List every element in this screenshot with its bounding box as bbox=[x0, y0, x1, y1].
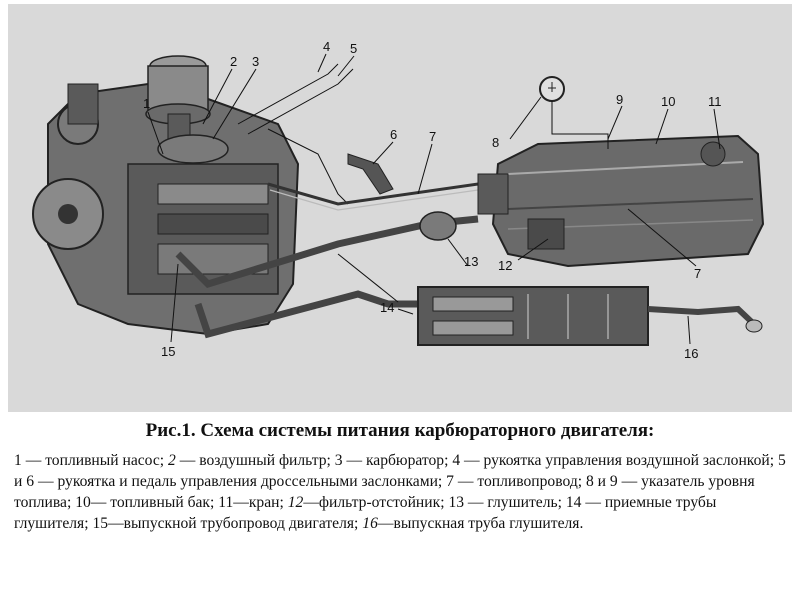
callout-label: 16 bbox=[684, 346, 698, 361]
legend-text: — рукоятка и педаль управления дроссельн… bbox=[34, 473, 447, 490]
callout-label: 15 bbox=[161, 344, 175, 359]
legend-text: — глушитель; bbox=[464, 494, 566, 511]
callout-label: 1 bbox=[143, 96, 150, 111]
legend-number: 4 bbox=[452, 452, 461, 469]
legend-number: 16 bbox=[362, 515, 378, 532]
fuel-gauge bbox=[539, 76, 609, 149]
legend-number: 7 bbox=[446, 473, 454, 490]
exhaust-system bbox=[175, 211, 763, 346]
callout-label: 4 bbox=[323, 39, 330, 54]
legend-text: — карбюратор; bbox=[342, 452, 453, 469]
legend-number: 15 bbox=[92, 515, 109, 532]
legend-text: — рукоятка управления воздушной заслонко… bbox=[460, 452, 778, 469]
legend-number: 5 и 6 bbox=[14, 452, 786, 490]
callout-label: 5 bbox=[350, 41, 357, 56]
legend-text: — топливный бак; bbox=[90, 494, 219, 511]
callout-label: 14 bbox=[380, 300, 394, 315]
legend-number: 11 bbox=[218, 494, 234, 511]
callout-label: 9 bbox=[616, 92, 623, 107]
legend-text: —выпускная труба глушителя. bbox=[377, 515, 584, 532]
legend-text: —кран; bbox=[233, 494, 288, 511]
callout-label: 2 bbox=[230, 54, 237, 69]
control-rods bbox=[237, 63, 394, 205]
legend-number: 1 bbox=[14, 452, 22, 469]
fuel-system-diagram: 1 2 3 4 5 6 7 8 9 10 11 12 13 14 15 16 7 bbox=[8, 4, 792, 412]
legend-number: 14 bbox=[565, 494, 582, 511]
callout-label: 7 bbox=[429, 129, 436, 144]
legend-text: — топливопровод; bbox=[453, 473, 586, 490]
legend-text: —фильтр-отстойник; bbox=[303, 494, 449, 511]
callout-label: 12 bbox=[498, 258, 512, 273]
legend-text: — топливный насос; bbox=[21, 452, 169, 469]
legend-text: —выпускной трубопровод двигателя; bbox=[108, 515, 363, 532]
legend-number: 13 bbox=[448, 494, 465, 511]
callout-labels: 1 2 3 4 5 6 7 8 9 10 11 12 13 14 15 16 7 bbox=[143, 39, 722, 361]
callout-label: 8 bbox=[492, 135, 499, 150]
callout-label: 7 bbox=[694, 266, 701, 281]
legend-text: — указатель уровня топлива; bbox=[14, 473, 755, 511]
engine bbox=[32, 82, 300, 336]
figure-caption-title: Рис.1. Схема системы питания карбюраторн… bbox=[145, 420, 655, 441]
figure-legend: 1 — топливный насос; 2 — воздушный фильт… bbox=[14, 450, 786, 534]
air-filter bbox=[145, 55, 229, 164]
diagram-svg: 1 2 3 4 5 6 7 8 9 10 11 12 13 14 15 16 7 bbox=[8, 4, 792, 412]
legend-text: — приемные трубы глушителя; bbox=[14, 494, 717, 532]
callout-label: 10 bbox=[661, 94, 675, 109]
fuel-tank bbox=[477, 134, 765, 268]
leader-lines bbox=[147, 53, 721, 345]
legend-number: 8 и 9 bbox=[585, 473, 618, 490]
legend-number: 12 bbox=[287, 494, 304, 511]
legend-text: — воздушный фильтр; bbox=[175, 452, 335, 469]
callout-label: 3 bbox=[252, 54, 259, 69]
callout-label: 13 bbox=[464, 254, 478, 269]
callout-label: 6 bbox=[390, 127, 397, 142]
legend-number: 3 bbox=[334, 452, 343, 469]
callout-label: 11 bbox=[708, 94, 722, 109]
legend-number: 10 bbox=[75, 494, 91, 511]
legend-number: 2 bbox=[168, 452, 176, 469]
